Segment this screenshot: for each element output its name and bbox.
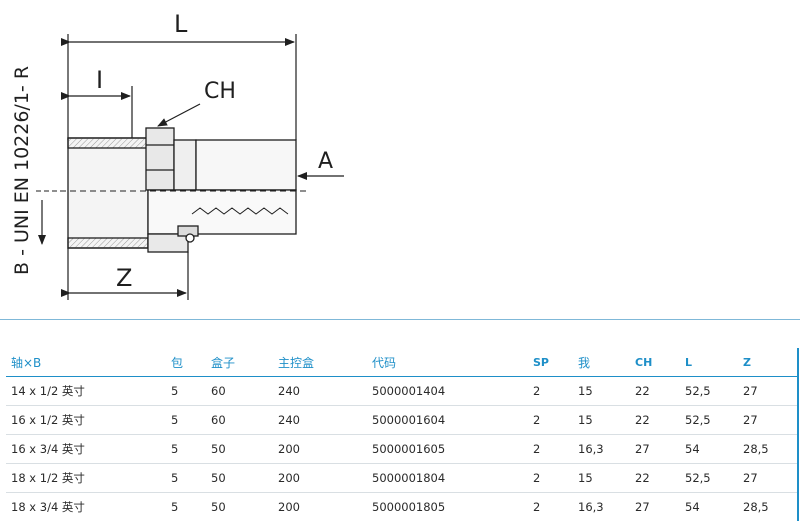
cell-size: 14 x 1/2 英寸 xyxy=(6,376,166,406)
cell-pack: 5 xyxy=(166,434,206,464)
cell-code: 5000001604 xyxy=(367,405,528,435)
cell-l: 52,5 xyxy=(680,463,738,493)
col-header-sp: SP xyxy=(528,348,573,377)
cell-code: 5000001805 xyxy=(372,500,446,514)
col-header-master-box: 主控盒 xyxy=(273,348,367,377)
cell-master-box: 200 xyxy=(273,434,367,464)
cell-z: 27 xyxy=(738,376,797,406)
cell-z: 27 xyxy=(738,463,797,493)
dimension-I xyxy=(61,86,133,140)
cell-i: 16,3 xyxy=(573,434,630,464)
cell-sp: 2 xyxy=(528,434,573,464)
cell-ch: 22 xyxy=(630,376,680,406)
table-row: 14 x 1/2 英寸 5 60 240 5000001404 2 15 22 … xyxy=(6,376,797,406)
section-divider xyxy=(0,319,800,320)
cell-i: 15 xyxy=(573,463,630,493)
fitting-body xyxy=(67,127,297,253)
cell-l: 52,5 xyxy=(680,405,738,435)
cell-size: 18 x 1/2 英寸 xyxy=(6,463,166,493)
cell-i: 16,3 xyxy=(578,500,604,514)
table-row: 16 x 3/4 英寸 5 50 200 5000001605 2 16,3 2… xyxy=(6,434,797,464)
cell-box: 60 xyxy=(206,376,273,406)
cell-l: 52,5 xyxy=(680,376,738,406)
cell-sp: 2 xyxy=(528,376,573,406)
cell-z: 28,5 xyxy=(738,434,797,464)
cell-pack: 5 xyxy=(166,376,206,406)
table-row: 16 x 1/2 英寸 5 60 240 5000001604 2 15 22 … xyxy=(6,405,797,435)
cell-box: 60 xyxy=(206,405,273,435)
table-header-row: 轴×B 包 盒子 主控盒 代码 SP 我 CH L Z xyxy=(6,348,797,377)
dimension-Z xyxy=(61,248,189,300)
dimension-L xyxy=(61,34,297,140)
col-header-i: 我 xyxy=(573,348,630,377)
cell-ch: 27 xyxy=(630,434,680,464)
cell-size: 18 x 3/4 英寸 xyxy=(11,500,85,514)
spec-table: 轴×B 包 盒子 主控盒 代码 SP 我 CH L Z 14 x 1/2 英寸 … xyxy=(6,348,797,521)
col-header-dn-b: 轴×B xyxy=(6,348,166,377)
cell-pack: 5 xyxy=(166,405,206,435)
cell-sp: 2 xyxy=(528,463,573,493)
cell-ch: 22 xyxy=(630,463,680,493)
cell-i: 15 xyxy=(573,405,630,435)
cell-master-box: 240 xyxy=(273,376,367,406)
ch-leader xyxy=(157,103,201,127)
col-header-pack: 包 xyxy=(166,348,206,377)
fitting-technical-drawing: B - UNI EN 10226/1- R L I CH A xyxy=(11,10,344,300)
col-header-box: 盒子 xyxy=(206,348,273,377)
cell-sp: 2 xyxy=(528,405,573,435)
col-header-ch: CH xyxy=(630,348,680,377)
table-row: 18 x 3/4 英寸 5 50 200 5000001805 2 16,3 2… xyxy=(6,493,797,521)
cell-box: 50 xyxy=(206,434,273,464)
cell-master-box: 200 xyxy=(278,500,300,514)
cell-master-box: 240 xyxy=(273,405,367,435)
col-header-z: Z xyxy=(738,348,797,377)
cell-code: 5000001804 xyxy=(367,463,528,493)
col-header-l: L xyxy=(680,348,738,377)
cell-l: 54 xyxy=(680,434,738,464)
cell-i: 15 xyxy=(573,376,630,406)
cell-ch: 27 xyxy=(635,500,650,514)
dim-L-label: L xyxy=(174,10,188,38)
cell-z: 28,5 xyxy=(743,500,769,514)
cell-pack: 5 xyxy=(166,463,206,493)
cell-pack: 5 xyxy=(171,500,179,514)
cell-z: 27 xyxy=(738,405,797,435)
cell-ch: 22 xyxy=(630,405,680,435)
dim-A-label: A xyxy=(318,149,333,174)
cell-sp: 2 xyxy=(533,500,541,514)
dim-Z-label: Z xyxy=(116,264,132,292)
cell-l: 54 xyxy=(685,500,700,514)
dim-CH-label: CH xyxy=(204,79,236,104)
table-row: 18 x 1/2 英寸 5 50 200 5000001804 2 15 22 … xyxy=(6,463,797,493)
cell-box: 50 xyxy=(211,500,226,514)
cell-code: 5000001404 xyxy=(367,376,528,406)
cell-size: 16 x 1/2 英寸 xyxy=(6,405,166,435)
col-header-code: 代码 xyxy=(367,348,528,377)
dim-I-label: I xyxy=(96,66,103,94)
cell-master-box: 200 xyxy=(273,463,367,493)
cell-size: 16 x 3/4 英寸 xyxy=(6,434,166,464)
standard-label: B - UNI EN 10226/1- R xyxy=(11,66,33,275)
table-right-border xyxy=(797,348,799,521)
cell-code: 5000001605 xyxy=(367,434,528,464)
cell-box: 50 xyxy=(206,463,273,493)
